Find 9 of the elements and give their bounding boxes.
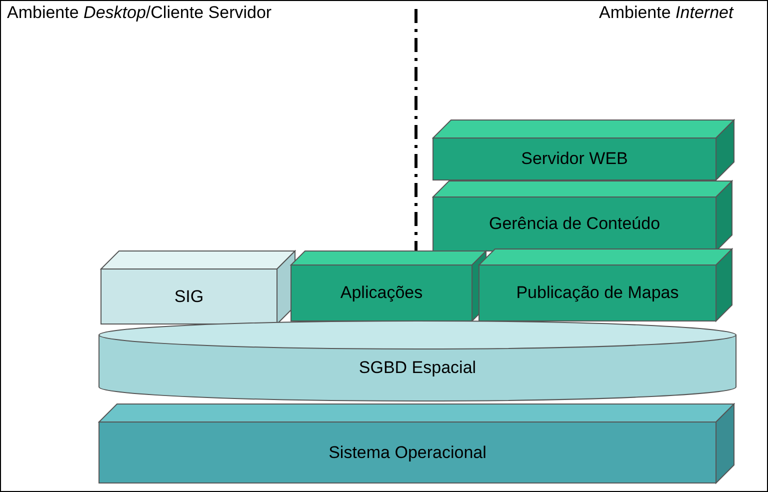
layer-label: SIG [174,286,204,306]
region-heading: Ambiente Internet [599,3,734,23]
layer-label: Servidor WEB [521,149,628,169]
layer-label: Aplicações [340,283,423,303]
region-heading: Ambiente Desktop/Cliente Servidor [7,3,272,23]
layer-label: Gerência de Conteúdo [488,214,660,234]
layer-label: Sistema Operacional [328,442,486,462]
layer-label: Publicação de Mapas [516,283,679,303]
layer-label: SGBD Espacial [358,358,476,378]
